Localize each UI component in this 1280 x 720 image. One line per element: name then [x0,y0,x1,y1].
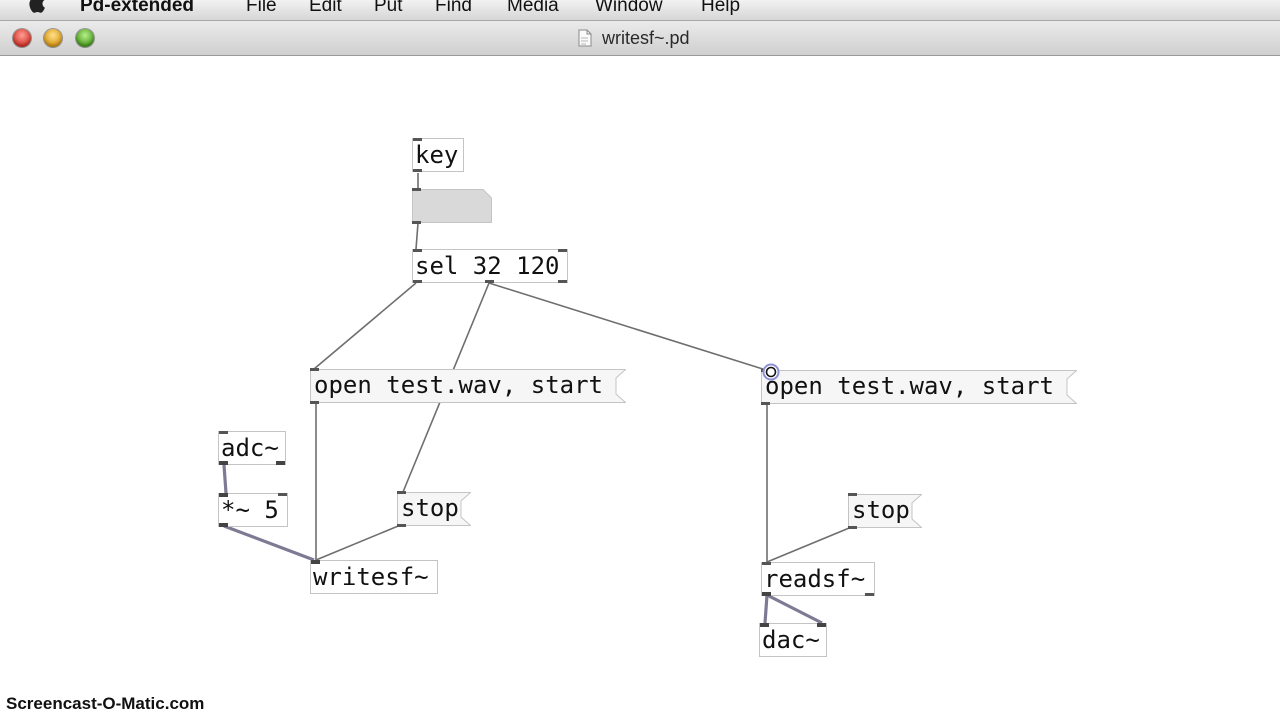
outlet[interactable] [413,169,422,172]
outlet-right[interactable] [865,593,874,596]
menu-app-name[interactable]: Pd-extended [80,0,195,16]
object-label: adc~ [221,434,279,462]
message-label: stop [852,496,910,524]
message-stop-left[interactable]: stop [397,491,471,527]
object-label: readsf~ [764,565,866,593]
outlet[interactable] [848,526,857,529]
inlet-right[interactable] [278,493,287,496]
window-title-bar[interactable]: writesf~.pd [0,21,1280,56]
signal-outlet[interactable] [219,523,228,527]
menu-edit[interactable]: Edit [309,0,342,16]
object-readsf[interactable]: readsf~ [761,562,875,596]
window-title: writesf~.pd [602,28,690,48]
message-open-left[interactable]: open test.wav, start [310,368,626,404]
signal-wire-adc-to-mul[interactable] [222,464,228,494]
signal-inlet[interactable] [311,560,320,564]
object-multiply[interactable]: *~ 5 [218,493,288,527]
inlet[interactable] [762,562,771,565]
outlet[interactable] [397,524,406,527]
wire-number-to-sel[interactable] [415,222,419,250]
inlet[interactable] [413,249,422,252]
message-label: open test.wav, start [765,372,1054,400]
object-adc[interactable]: adc~ [218,431,286,465]
signal-inlet-left[interactable] [219,493,228,497]
menu-media[interactable]: Media [507,0,559,16]
object-sel[interactable]: sel 32 120 [412,249,568,283]
number-box-shape [412,189,492,223]
number-box[interactable]: 48 [412,188,492,224]
outlet-middle[interactable] [485,280,494,283]
menu-find[interactable]: Find [435,0,472,16]
menu-put[interactable]: Put [374,0,403,16]
apple-icon[interactable] [26,0,50,15]
signal-inlet-right[interactable] [817,623,826,627]
document-icon [578,29,592,47]
menu-window[interactable]: Window [595,0,663,16]
signal-outlet-left[interactable] [219,461,228,465]
message-stop-right[interactable]: stop [848,493,922,529]
watermark: Screencast-O-Matic.com [6,694,205,713]
signal-wire-mul-to-writesf[interactable] [223,524,315,562]
object-label: dac~ [762,626,820,654]
wire-stop-right-to-readsf[interactable] [766,525,855,563]
outlet[interactable] [412,221,421,224]
signal-outlet[interactable] [762,592,771,596]
outlet-left[interactable] [413,280,422,283]
object-label: *~ 5 [221,496,279,524]
menu-file[interactable]: File [246,0,277,16]
menu-help[interactable]: Help [701,0,741,16]
object-key[interactable]: key [412,138,464,172]
inlet[interactable] [413,138,422,141]
inlet[interactable] [219,431,228,434]
connect-cursor-icon [762,363,780,381]
object-label: key [415,141,459,169]
wire-sel-to-open-left[interactable] [313,282,417,370]
inlet-right[interactable] [558,249,567,252]
signal-wire-readsf-left-to-dac[interactable] [763,594,769,624]
inlet[interactable] [397,491,406,494]
object-dac[interactable]: dac~ [759,623,827,657]
signal-wire-readsf-left-to-dac-right[interactable] [766,593,823,625]
object-writesf[interactable]: writesf~ [310,560,438,594]
object-label: writesf~ [313,563,429,591]
close-window-button[interactable] [13,29,31,47]
zoom-window-button[interactable] [76,29,94,47]
wire-sel-to-open-right[interactable] [488,282,767,371]
outlet[interactable] [310,401,319,404]
outlet-right[interactable] [558,280,567,283]
menu-bar: Pd-extended File Edit Put Find Media Win… [0,0,1280,21]
object-label: sel 32 120 [415,252,560,280]
message-open-right[interactable]: open test.wav, start [761,369,1077,405]
message-label: stop [401,494,459,522]
inlet[interactable] [848,493,857,496]
message-label: open test.wav, start [314,371,603,399]
outlet[interactable] [761,402,770,405]
wire-stop-left-to-writesf[interactable] [315,523,404,561]
inlet[interactable] [412,188,421,191]
signal-inlet-left[interactable] [760,623,769,627]
signal-outlet-right[interactable] [276,461,285,465]
inlet[interactable] [310,368,319,371]
minimize-window-button[interactable] [44,29,62,47]
